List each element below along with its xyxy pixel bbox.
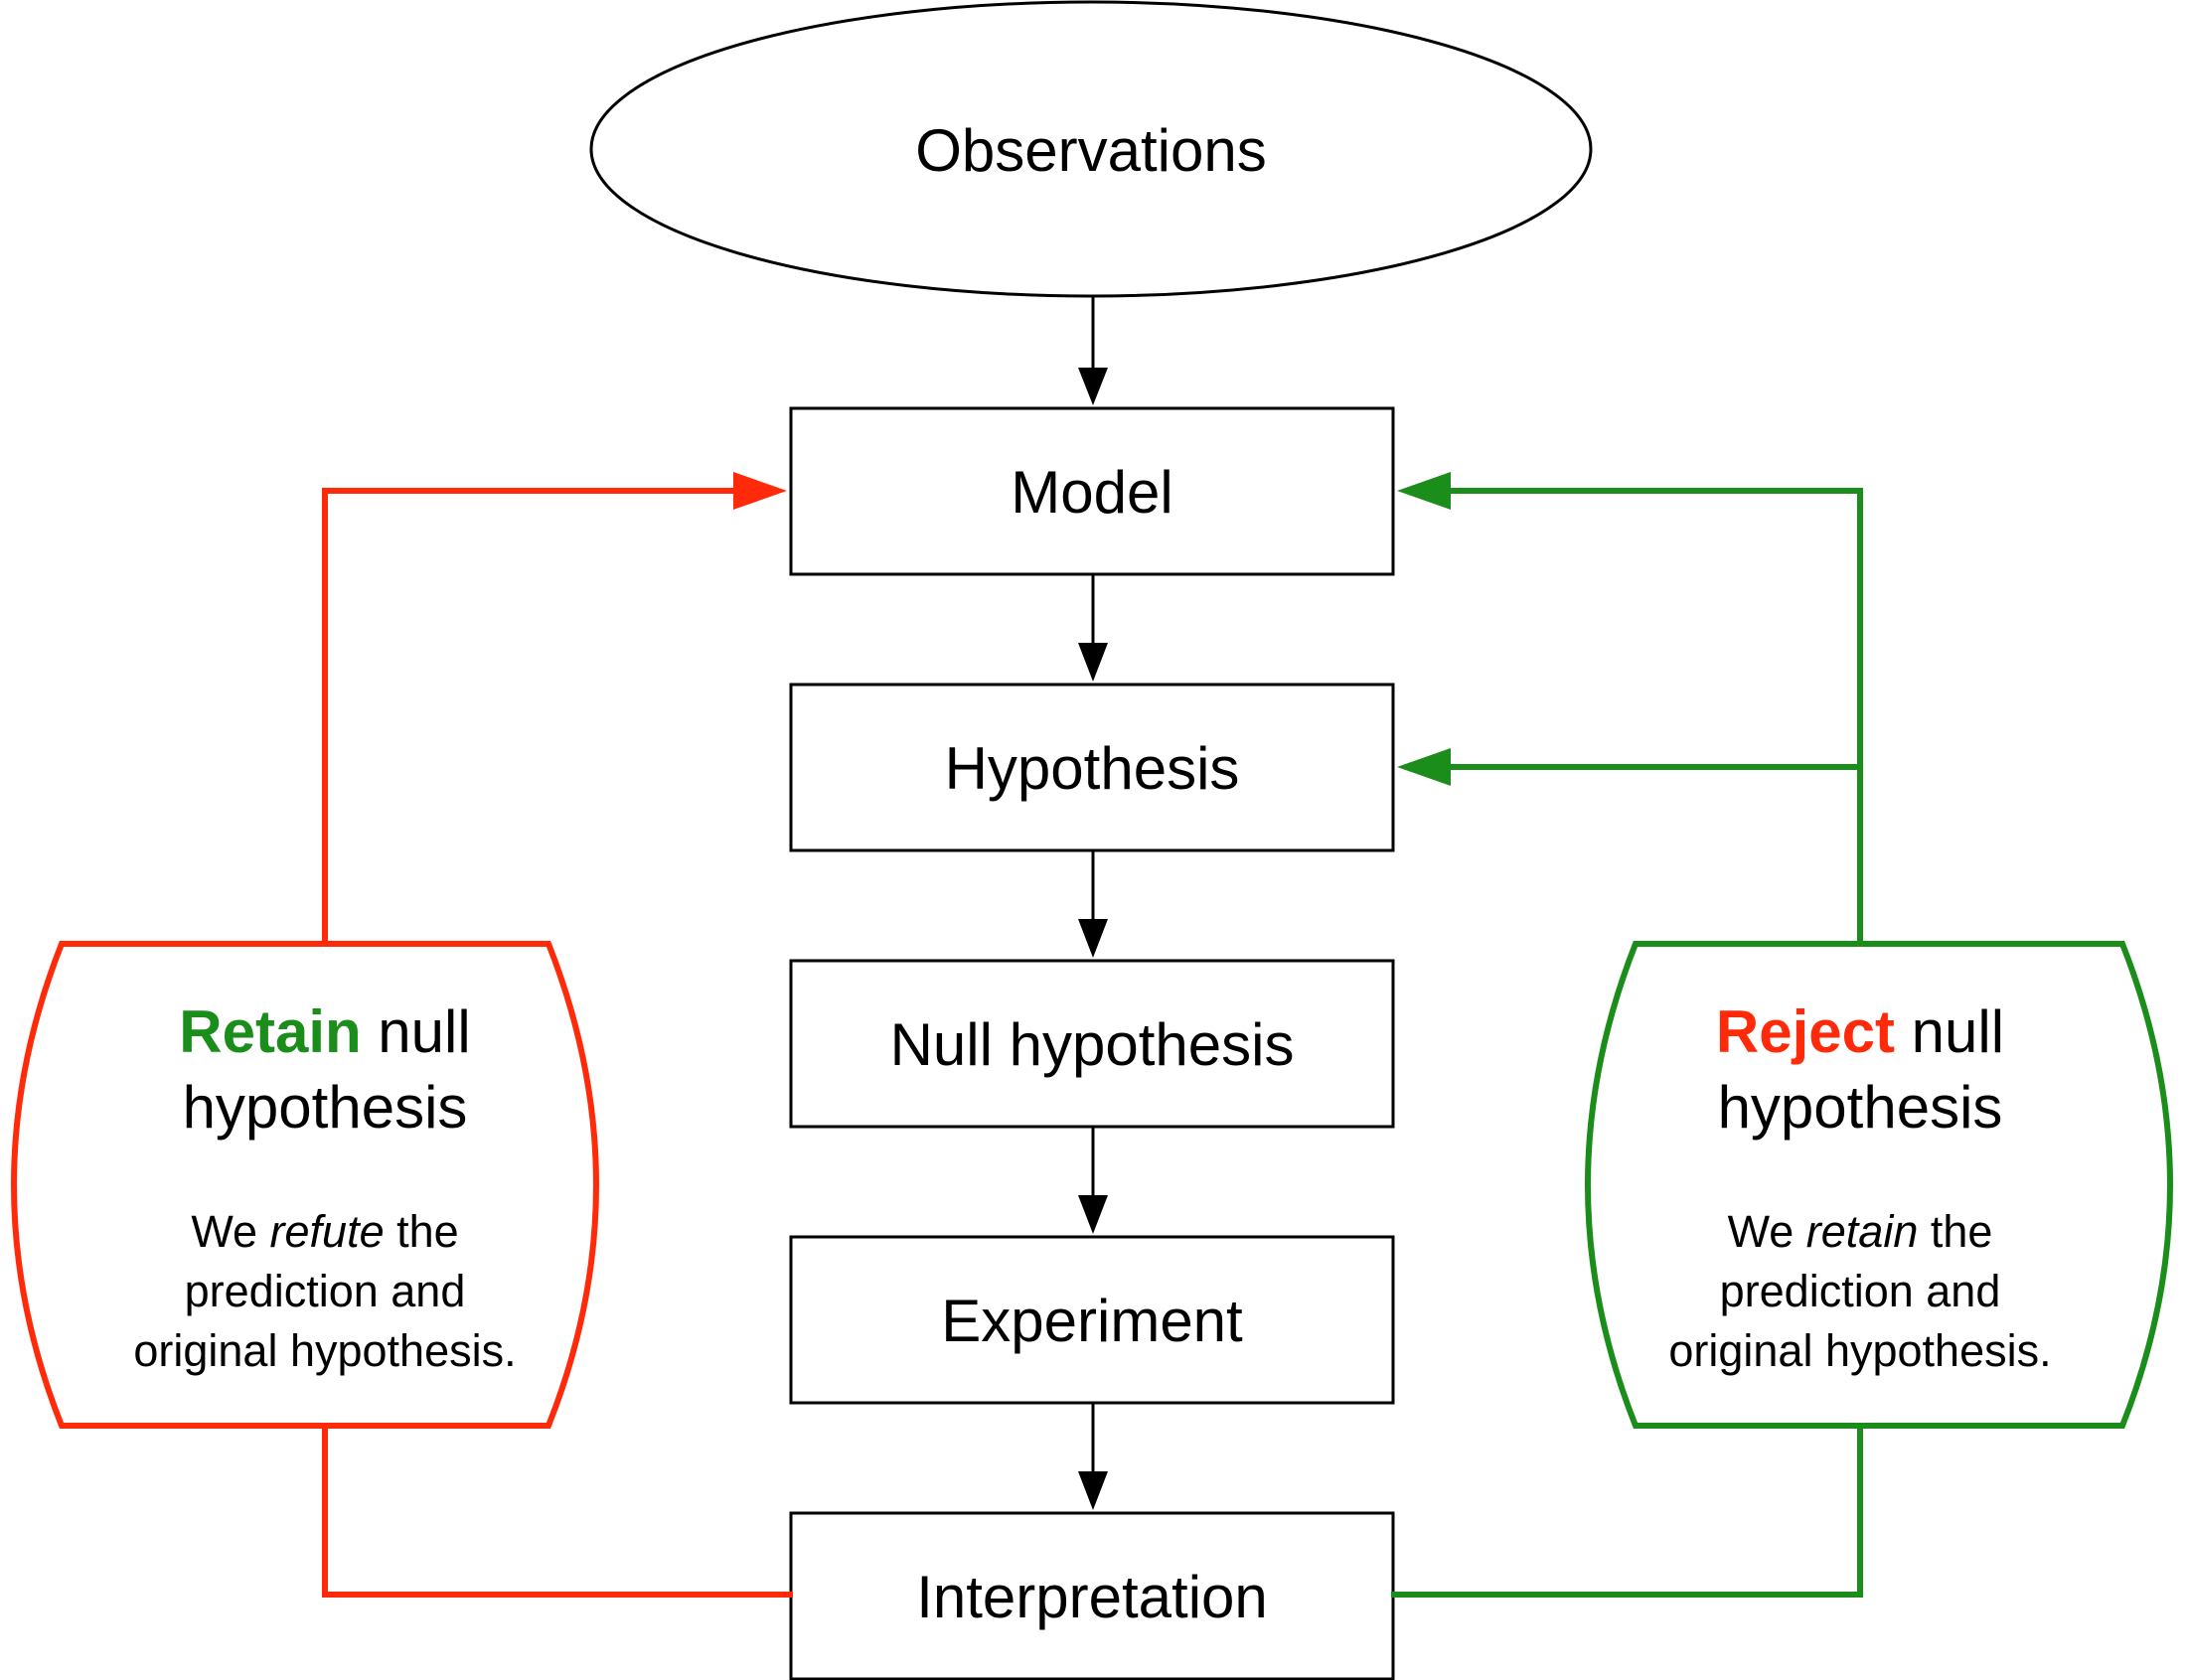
- null-hypothesis-node: Null hypothesis: [789, 959, 1395, 1129]
- interpretation-label: Interpretation: [916, 1564, 1268, 1630]
- red-arrowhead-model: [733, 472, 787, 510]
- main-flow-arrows: [1078, 296, 1108, 1510]
- retain-feedback-path: [322, 472, 793, 1598]
- reject-body-verb: retain: [1806, 1206, 1919, 1257]
- retain-title-line1: Retain null: [179, 998, 470, 1065]
- red-line-retain-to-model: [322, 488, 737, 944]
- experiment-label: Experiment: [941, 1288, 1243, 1354]
- arrowhead-experiment: [1078, 1195, 1108, 1234]
- reject-body-line3: original hypothesis.: [1668, 1325, 2051, 1376]
- reject-title-line1: Reject null: [1716, 998, 2004, 1065]
- null-hypothesis-label: Null hypothesis: [890, 1011, 1295, 1078]
- interpretation-node: Interpretation: [789, 1511, 1395, 1680]
- arrowhead-hypothesis: [1078, 643, 1108, 682]
- retain-body-verb: refute: [270, 1206, 385, 1257]
- green-arrowhead-hypothesis: [1397, 748, 1451, 786]
- retain-body-line1: We refute the: [191, 1206, 458, 1257]
- reject-body-line2: prediction and: [1720, 1266, 2001, 1316]
- retain-body-line2: prediction and: [185, 1266, 466, 1316]
- model-label: Model: [1011, 459, 1172, 526]
- arrowhead-null: [1078, 919, 1108, 958]
- hypothesis-node: Hypothesis: [789, 683, 1395, 852]
- experiment-node: Experiment: [789, 1235, 1395, 1405]
- arrowhead-model: [1078, 368, 1108, 405]
- arrowhead-interpretation: [1078, 1471, 1108, 1510]
- green-arrowhead-model: [1397, 472, 1451, 510]
- reject-title-line2: hypothesis: [1718, 1074, 2003, 1141]
- retain-title-line2: hypothesis: [183, 1074, 468, 1141]
- observations-node: Observations: [589, 0, 1593, 298]
- retain-highlight: Retain: [179, 998, 361, 1065]
- model-node: Model: [789, 406, 1395, 576]
- reject-feedback-path: [1391, 472, 1863, 1598]
- hypothesis-label: Hypothesis: [945, 735, 1240, 802]
- observations-label: Observations: [915, 117, 1267, 184]
- red-line-interpretation-to-retain: [322, 1426, 793, 1598]
- reject-body-line1: We retain the: [1728, 1206, 1993, 1257]
- retain-body-line3: original hypothesis.: [133, 1325, 516, 1376]
- reject-null-hypothesis-node: Reject null hypothesis We retain the pre…: [1585, 941, 2173, 1429]
- retain-null-hypothesis-node: Retain null hypothesis We refute the pre…: [11, 941, 599, 1429]
- green-line-reject-to-model: [1447, 488, 1863, 944]
- reject-highlight: Reject: [1716, 998, 1895, 1065]
- green-line-interpretation-to-reject: [1391, 1426, 1863, 1598]
